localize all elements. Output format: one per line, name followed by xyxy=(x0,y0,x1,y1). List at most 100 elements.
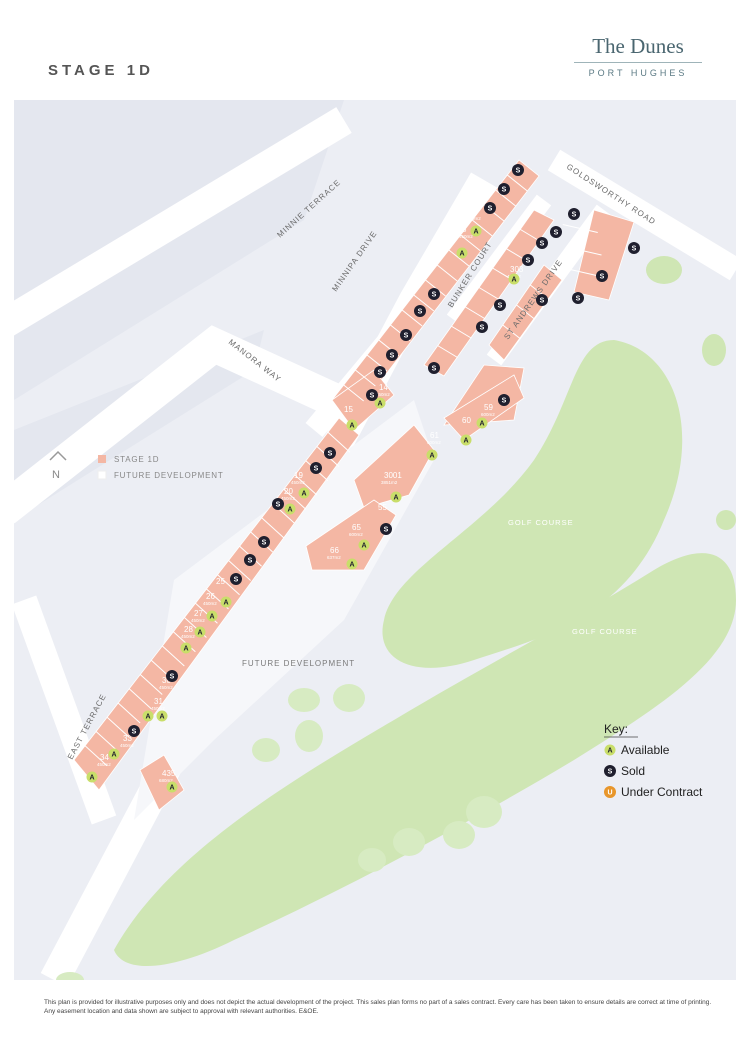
marker-circle xyxy=(194,626,206,638)
lot-boundary xyxy=(355,369,376,387)
sold-marker-icon[interactable]: S xyxy=(128,725,140,737)
marker-letter: A xyxy=(511,277,516,284)
marker-letter: S xyxy=(432,292,437,299)
marker-letter: S xyxy=(384,527,389,534)
sold-marker-icon[interactable]: S xyxy=(628,242,640,254)
sold-marker-icon[interactable]: S xyxy=(258,536,270,548)
sold-marker-icon[interactable]: S xyxy=(484,202,496,214)
available-marker-icon[interactable]: A xyxy=(460,434,472,446)
key-symbol: U xyxy=(607,790,612,797)
sold-marker-icon[interactable]: S xyxy=(572,292,584,304)
marker-circle xyxy=(572,292,584,304)
sold-marker-icon[interactable]: S xyxy=(498,394,510,406)
lot-number: 3001 xyxy=(384,471,402,480)
available-marker-icon[interactable]: A xyxy=(142,710,154,722)
lot-boundary xyxy=(95,731,119,752)
sold-marker-icon[interactable]: S xyxy=(428,288,440,300)
sold-marker-icon[interactable]: S xyxy=(380,523,392,535)
marker-circle xyxy=(324,447,336,459)
marker-letter: S xyxy=(262,540,267,547)
lot-area: 450m2 xyxy=(459,234,473,239)
sold-marker-icon[interactable]: S xyxy=(428,362,440,374)
sold-marker-icon[interactable]: S xyxy=(366,389,378,401)
lot-boundary xyxy=(283,488,307,510)
lot-number: 15 xyxy=(344,405,353,414)
available-marker-icon[interactable]: A xyxy=(374,397,386,409)
available-marker-icon[interactable]: A xyxy=(284,503,296,515)
available-marker-icon[interactable]: A xyxy=(508,273,520,285)
sold-marker-icon[interactable]: S xyxy=(374,366,386,378)
lot-boundary xyxy=(106,716,130,738)
sold-marker-icon[interactable]: S xyxy=(498,183,510,195)
available-marker-icon[interactable]: A xyxy=(180,642,192,654)
sold-marker-icon[interactable]: S xyxy=(522,254,534,266)
lot-number: 33 xyxy=(123,734,132,743)
marker-letter: S xyxy=(390,353,395,360)
marker-letter: S xyxy=(170,674,175,681)
sold-marker-icon[interactable]: S xyxy=(414,305,426,317)
lot-boundary xyxy=(228,560,251,581)
available-marker-icon[interactable]: A xyxy=(86,771,98,783)
sold-marker-icon[interactable]: S xyxy=(568,208,580,220)
available-marker-icon[interactable]: A xyxy=(156,710,168,722)
marker-letter: A xyxy=(349,423,354,430)
sold-marker-icon[interactable]: S xyxy=(310,462,322,474)
golf-labels: GOLF COURSE GOLF COURSE xyxy=(508,518,637,636)
sold-marker-icon[interactable]: S xyxy=(272,498,284,510)
available-marker-icon[interactable]: A xyxy=(206,610,218,622)
lot-area: 450m2 xyxy=(151,706,165,711)
sold-marker-icon[interactable]: S xyxy=(596,270,608,282)
sold-marker-icon[interactable]: S xyxy=(386,349,398,361)
marker-circle xyxy=(522,254,534,266)
marker-circle xyxy=(230,573,242,585)
marker-letter: S xyxy=(488,206,493,213)
lot-number: 59 xyxy=(484,403,493,412)
sold-marker-icon[interactable]: S xyxy=(536,294,548,306)
marker-circle xyxy=(86,771,98,783)
golf-course-label: GOLF COURSE xyxy=(508,518,574,527)
lot-area: 450m2 xyxy=(467,216,481,221)
available-marker-icon[interactable]: A xyxy=(108,748,120,760)
available-marker-icon[interactable]: A xyxy=(346,419,358,431)
available-marker-icon[interactable]: A xyxy=(390,491,402,503)
green-patch xyxy=(646,256,682,284)
available-marker-icon[interactable]: A xyxy=(470,225,482,237)
sold-marker-icon[interactable]: S xyxy=(494,299,506,311)
sold-marker-icon[interactable]: S xyxy=(244,554,256,566)
lot-number: 20 xyxy=(284,487,293,496)
available-marker-icon[interactable]: A xyxy=(220,596,232,608)
sold-marker-icon[interactable]: S xyxy=(230,573,242,585)
marker-circle xyxy=(460,434,472,446)
marker-circle xyxy=(426,449,438,461)
available-marker-icon[interactable]: A xyxy=(476,417,488,429)
available-marker-icon[interactable]: A xyxy=(166,781,178,793)
sold-marker-icon[interactable]: S xyxy=(324,447,336,459)
legend-label-stage: STAGE 1D xyxy=(114,455,159,464)
available-marker-icon[interactable]: A xyxy=(194,626,206,638)
lot-boundary xyxy=(478,287,500,300)
site-plan-map[interactable]: MINNIE TERRACE MINNIPA DRIVE MANORA WAY … xyxy=(0,100,743,988)
lot-boundary xyxy=(464,306,486,320)
sold-marker-icon[interactable]: S xyxy=(536,237,548,249)
sold-marker-icon[interactable]: S xyxy=(400,329,412,341)
available-marker-icon[interactable]: A xyxy=(426,449,438,461)
lot-area: 600m2 xyxy=(349,532,363,537)
available-marker-icon[interactable]: A xyxy=(456,247,468,259)
sold-marker-icon[interactable]: S xyxy=(550,226,562,238)
marker-circle xyxy=(568,208,580,220)
lot-boundary xyxy=(507,174,528,192)
sold-marker-icon[interactable]: S xyxy=(476,321,488,333)
lot-boundary xyxy=(516,304,535,320)
marker-letter: A xyxy=(361,543,366,550)
available-marker-icon[interactable]: A xyxy=(298,487,310,499)
available-marker-icon[interactable]: A xyxy=(358,539,370,551)
lot-area: 450m2 xyxy=(97,762,111,767)
marker-circle xyxy=(284,503,296,515)
marker-circle xyxy=(108,748,120,760)
sold-marker-icon[interactable]: S xyxy=(166,670,178,682)
available-marker-icon[interactable]: A xyxy=(346,558,358,570)
sold-marker-icon[interactable]: S xyxy=(512,164,524,176)
north-label: N xyxy=(52,469,60,481)
